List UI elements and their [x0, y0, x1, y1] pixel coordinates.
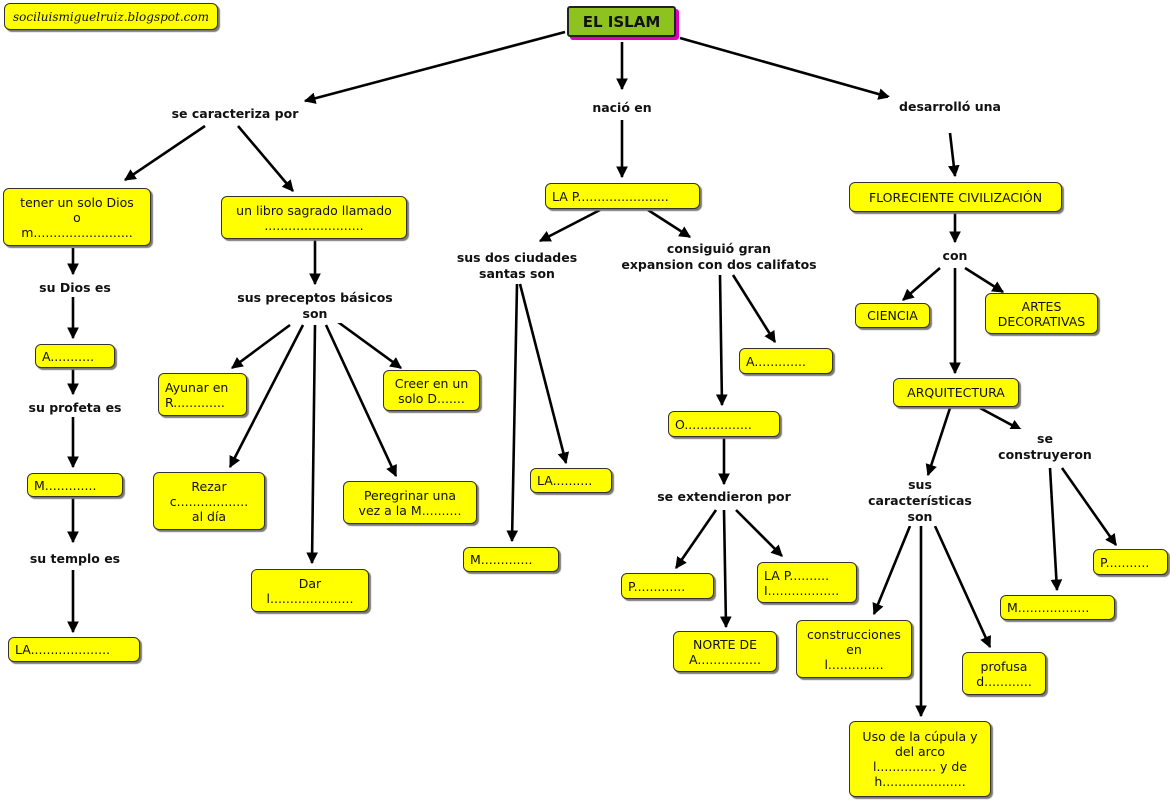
link-consiguio-gran-expansion: consiguió gran expansion con dos califat… — [608, 240, 830, 274]
node-m-profeta: M............. — [27, 473, 123, 497]
link-se-extendieron-por: se extendieron por — [645, 487, 803, 507]
node-profusa: profusa d............ — [962, 652, 1046, 695]
blog-credit: sociluismiguelruiz.blogspot.com — [4, 3, 218, 30]
node-a-califato: A............. — [739, 348, 833, 374]
link-su-dios-es: su Dios es — [30, 279, 120, 297]
link-con: con — [935, 246, 975, 266]
link-se-construyeron: se construyeron — [990, 429, 1100, 465]
node-cupula-arco: Uso de la cúpula y del arco l...........… — [849, 721, 991, 797]
link-su-templo-es: su templo es — [20, 550, 130, 568]
blog-credit-text: sociluismiguelruiz.blogspot.com — [13, 9, 209, 24]
node-tener-un-solo-dios: tener un solo Dios o m..................… — [3, 188, 151, 246]
node-m-ciudad: M............. — [463, 547, 559, 572]
title-node: EL ISLAM — [567, 6, 676, 37]
link-sus-dos-ciudades: sus dos ciudades santas son — [450, 249, 584, 283]
node-o-califato: O................. — [668, 411, 780, 437]
node-peregrinar: Peregrinar una vez a la M.......... — [343, 481, 477, 524]
link-sus-preceptos: sus preceptos básicos son — [225, 289, 405, 323]
link-se-caracteriza-por: se caracteriza por — [160, 104, 310, 124]
node-construcciones: construcciones en l.............. — [796, 620, 912, 678]
node-dar: Dar l..................... — [251, 569, 369, 612]
node-ciencia: CIENCIA — [855, 303, 930, 328]
node-rezar: Rezar c.................. al día — [153, 472, 265, 530]
link-su-profeta-es: su profeta es — [20, 399, 130, 417]
node-p-extension: P............. — [621, 573, 714, 599]
node-arquitectura: ARQUITECTURA — [893, 378, 1019, 407]
node-ayunar: Ayunar en R............. — [158, 373, 247, 416]
link-desarrollo-una: desarrolló una — [888, 97, 1012, 117]
node-a-dios: A........... — [35, 344, 115, 368]
node-la-ciudad: LA.......... — [530, 468, 612, 493]
title-text: EL ISLAM — [582, 12, 661, 31]
node-norte-de-a: NORTE DE A................ — [673, 631, 777, 672]
node-la-templo: LA.................... — [8, 637, 140, 662]
node-m-construccion: M.................. — [1000, 595, 1115, 620]
link-nacio-en: nació en — [580, 98, 664, 118]
node-la-p-extension: LA P.......... I.................. — [757, 562, 857, 603]
node-libro-sagrado: un libro sagrado llamado ...............… — [221, 196, 407, 239]
node-la-p-peninsula: LA P....................... — [545, 183, 700, 209]
node-artes-decorativas: ARTES DECORATIVAS — [985, 293, 1098, 334]
node-floreciente-civilizacion: FLORECIENTE CIVILIZACIÓN — [849, 182, 1062, 212]
node-p-construccion: P........... — [1093, 549, 1168, 575]
link-sus-caracteristicas-son: sus características son — [860, 476, 980, 526]
node-creer: Creer en un solo D....... — [383, 370, 480, 411]
